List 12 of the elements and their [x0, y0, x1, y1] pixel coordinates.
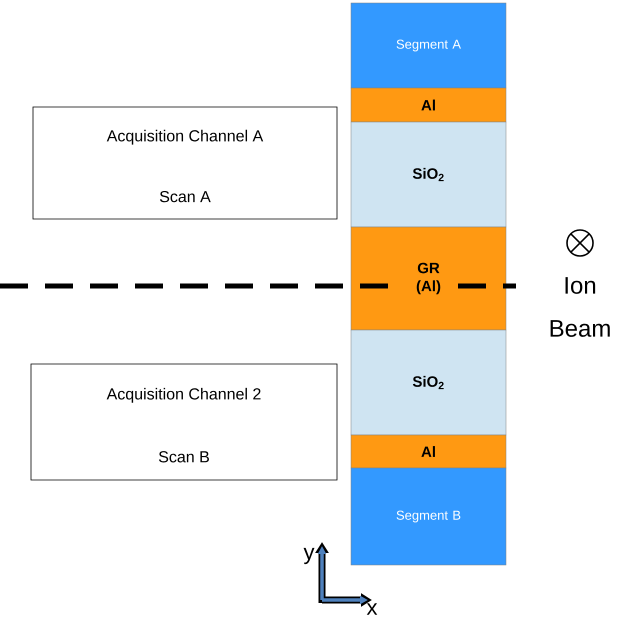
axis-label: x: [366, 603, 378, 615]
aluminium-layer: GR (Al): [350, 226, 506, 330]
segment-layer: Segment A: [350, 2, 506, 88]
aluminium-layer: Al: [350, 88, 506, 122]
oxide-layer: SiO$_{2}$: [350, 330, 506, 436]
segment-layer: Segment B: [350, 468, 506, 566]
channel-box: Acquisition Channel 2 Scan B: [30, 364, 338, 480]
beam-label: Ion Beam: [550, 277, 610, 337]
oxide-layer: SiO$_{2}$: [350, 122, 506, 228]
axis-label: y: [304, 548, 314, 564]
aluminium-layer: Al: [350, 434, 506, 468]
channel-box: Acquisition Channel A Scan A: [32, 106, 338, 220]
